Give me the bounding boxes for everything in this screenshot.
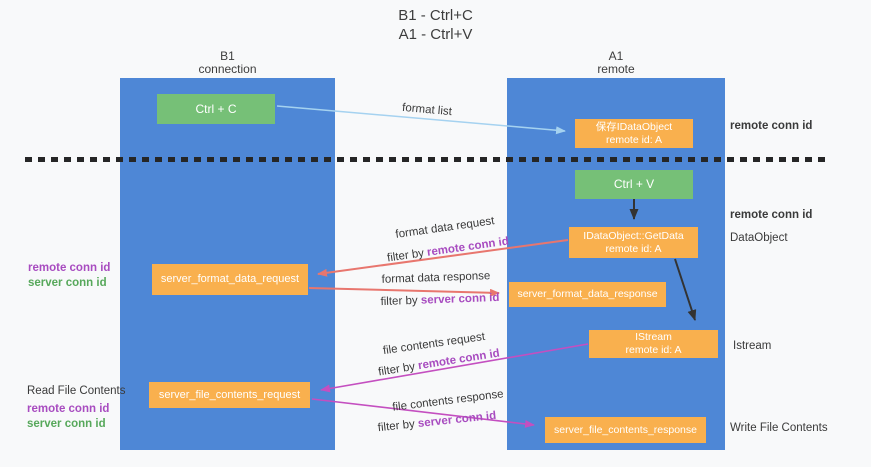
filter-by-text: filter by [377,418,416,435]
phase-divider-dashed-line [25,157,831,162]
filter-by-text: filter by [377,360,416,379]
idataobject-getdata-box: IDataObject::GetData remote id: A [569,227,698,258]
right-mid-remote-conn-id-label: remote conn id [730,209,813,221]
istream-line2: remote id: A [625,344,682,356]
remote-conn-id-highlight: remote conn id [426,235,510,259]
remote-conn-id-highlight: remote conn id [417,347,501,373]
server-format-data-request-box: server_format_data_request [152,264,308,295]
ctrl-c-action-box: Ctrl + C [157,94,275,124]
istream-annotation: Istream [733,340,772,352]
istream-line1: IStream [635,331,672,343]
server-conn-id-label: server conn id [28,277,107,289]
remote-conn-id-label: remote conn id [27,403,110,415]
left-mid-conn-id-annotation: remote conn id server conn id [28,261,110,291]
dataobject-annotation: DataObject [730,232,788,244]
format-data-response-label: format data response [381,270,491,286]
server-format-data-response-box: server_format_data_response [509,282,666,307]
format-request-label: server_format_data_request [160,273,300,285]
actor-a1-role: remote [597,62,635,76]
getdata-line1: IDataObject::GetData [583,229,684,242]
save-idataobject-line1: 保存IDataObject [595,120,673,133]
read-file-contents-label: Read File Contents [27,385,126,397]
read-file-contents-annotation: Read File Contents remote conn id server… [27,384,125,432]
server-file-contents-response-box: server_file_contents_response [545,417,706,443]
format-response-label: server_format_data_response [517,288,658,300]
format-data-request-filter-label: filter by remote conn id [386,236,509,265]
ctrl-v-action-box: Ctrl + V [575,170,693,199]
actor-header-a1: A1 remote [507,50,725,76]
actor-a1-name: A1 [608,49,624,63]
right-top-remote-conn-id-label: remote conn id [730,120,813,132]
server-conn-id-label: server conn id [27,418,106,430]
ctrl-v-label: Ctrl + V [613,177,655,191]
format-list-arrow-label: format list [401,101,453,119]
write-file-contents-annotation: Write File Contents [730,422,828,434]
file-response-label: server_file_contents_response [553,423,697,436]
title-line-2: A1 - Ctrl+V [398,26,473,43]
actor-b1-name: B1 [220,49,235,63]
filter-by-text: filter by [386,247,425,265]
file-request-label: server_file_contents_request [158,388,301,401]
filter-by-text: filter by [380,294,418,309]
save-idataobject-box: 保存IDataObject remote id: A [575,119,693,148]
remote-conn-id-label: remote conn id [28,262,111,274]
actor-b1-role: connection [198,62,257,76]
format-data-request-label: format data request [394,215,496,241]
diagram-title: B1 - Ctrl+C A1 - Ctrl+V [0,6,871,44]
server-conn-id-highlight: server conn id [420,291,500,307]
title-line-1: B1 - Ctrl+C [398,7,473,24]
istream-box: IStream remote id: A [589,330,718,358]
ctrl-c-label: Ctrl + C [195,101,237,116]
actor-header-b1: B1 connection [120,50,335,76]
format-data-response-filter-label: filter by server conn id [380,292,499,308]
save-idataobject-line2: remote id: A [605,133,663,146]
server-conn-id-highlight: server conn id [417,409,497,430]
server-file-contents-request-box: server_file_contents_request [149,382,310,408]
getdata-line2: remote id: A [605,242,662,255]
